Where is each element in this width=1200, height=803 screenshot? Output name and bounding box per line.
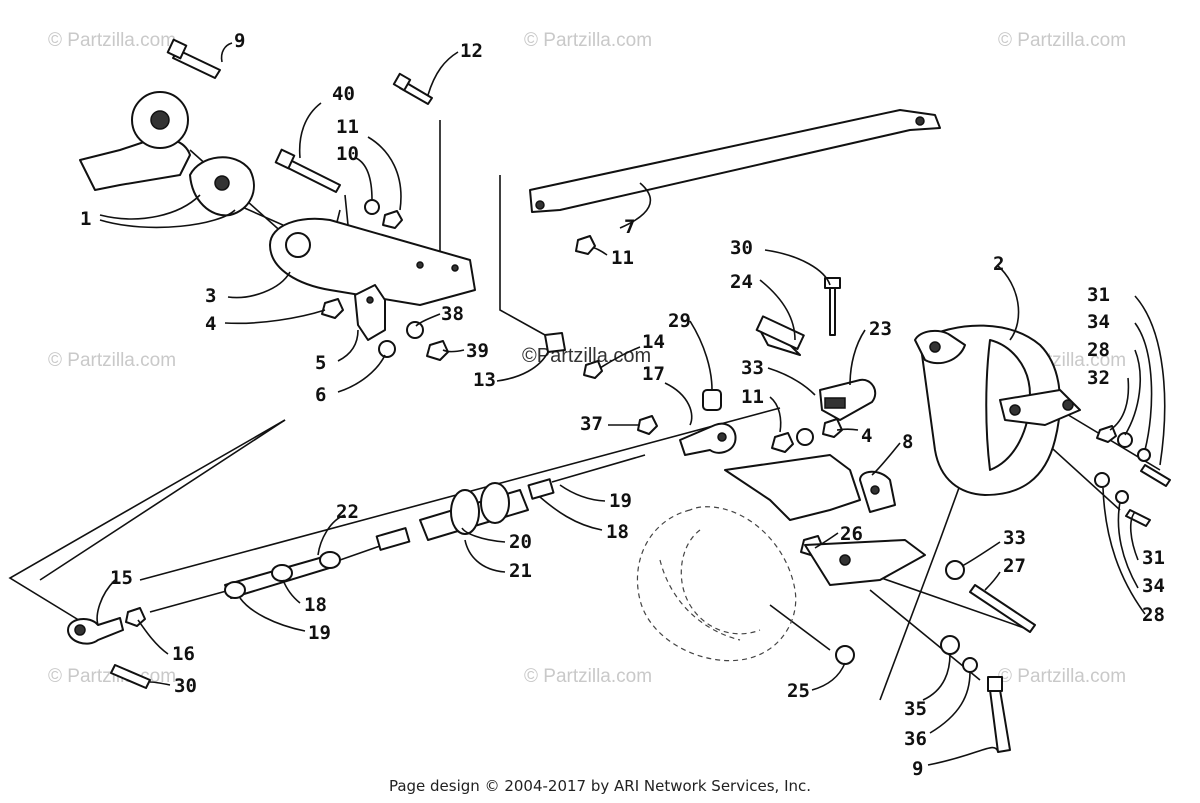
callout-29: 29: [668, 310, 691, 332]
part-throttle-lever: [79, 91, 255, 217]
callout-21: 21: [509, 560, 532, 582]
callout-11-lower: 11: [741, 386, 764, 408]
callout-9-top: 9: [234, 30, 245, 52]
callout-13: 13: [473, 369, 496, 391]
part-support-rod: [529, 109, 941, 213]
part-pulley-guard: [914, 324, 1081, 496]
part-cable-assembly: [149, 454, 646, 613]
watermark-bottom-right: © Partzilla.com: [998, 666, 1126, 687]
callout-28-lower: 28: [1142, 604, 1165, 626]
callout-4-left: 4: [205, 313, 216, 335]
callout-16: 16: [172, 643, 195, 665]
callout-35: 35: [904, 698, 927, 720]
callout-27: 27: [1003, 555, 1026, 577]
callout-32: 32: [1087, 367, 1110, 389]
callout-37: 37: [580, 413, 603, 435]
callout-26: 26: [840, 523, 863, 545]
callout-31-upper: 31: [1087, 284, 1110, 306]
part-cable-bracket: [755, 315, 877, 421]
watermark-top-left: © Partzilla.com: [48, 30, 176, 51]
part-rod-ends: [67, 389, 737, 645]
watermark-mid-left: © Partzilla.com: [48, 350, 176, 371]
callout-40: 40: [332, 83, 355, 105]
page-footer: Page design © 2004-2017 by ARI Network S…: [389, 777, 811, 795]
callout-31-lower: 31: [1142, 547, 1165, 569]
callout-8: 8: [902, 431, 913, 453]
part-engine-brackets: [724, 454, 926, 586]
callout-3: 3: [205, 285, 216, 307]
callout-38: 38: [441, 303, 464, 325]
callout-18-right: 18: [606, 521, 629, 543]
callout-labels: 9 12 40 11 10 1 7 11 30 24 2 31 34 28 32…: [80, 30, 1165, 780]
callout-23: 23: [869, 318, 892, 340]
callout-1: 1: [80, 208, 91, 230]
leader-lines: [96, 42, 1166, 766]
callout-33-upper: 33: [741, 357, 764, 379]
callout-22: 22: [336, 501, 359, 523]
callout-30-lower: 30: [174, 675, 197, 697]
part-nuts-washers: [125, 199, 1151, 673]
callout-25: 25: [787, 680, 810, 702]
engine-outline: [636, 506, 797, 662]
callout-12: 12: [460, 40, 483, 62]
callout-36: 36: [904, 728, 927, 750]
callout-19-left: 19: [308, 622, 331, 644]
callout-33-lower: 33: [1003, 527, 1026, 549]
callout-14: 14: [642, 331, 665, 353]
callout-30-upper: 30: [730, 237, 753, 259]
part-bolts: [110, 38, 1171, 753]
callout-11-upper: 11: [336, 116, 359, 138]
callout-24: 24: [730, 271, 753, 293]
callout-34-lower: 34: [1142, 575, 1165, 597]
callout-19-right: 19: [609, 490, 632, 512]
watermark-bottom-center: © Partzilla.com: [524, 666, 652, 687]
part-small-brackets: [354, 284, 566, 353]
callout-18-left: 18: [304, 594, 327, 616]
watermark-top-right: © Partzilla.com: [998, 30, 1126, 51]
callout-28-upper: 28: [1087, 339, 1110, 361]
callout-4-right: 4: [861, 425, 872, 447]
callout-2: 2: [993, 253, 1004, 275]
callout-11-rod: 11: [611, 247, 634, 269]
part-mounting-bracket: [269, 217, 476, 306]
callout-34-upper: 34: [1087, 311, 1110, 333]
watermark-center: ©Partzilla.com: [522, 345, 651, 367]
callout-6: 6: [315, 384, 326, 406]
callout-10: 10: [336, 143, 359, 165]
callout-39: 39: [466, 340, 489, 362]
callout-5: 5: [315, 352, 326, 374]
callout-9-bottom: 9: [912, 758, 923, 780]
callout-7: 7: [624, 216, 635, 238]
callout-20: 20: [509, 531, 532, 553]
callout-15: 15: [110, 567, 133, 589]
watermark-top-center: © Partzilla.com: [524, 30, 652, 51]
callout-17: 17: [642, 363, 665, 385]
